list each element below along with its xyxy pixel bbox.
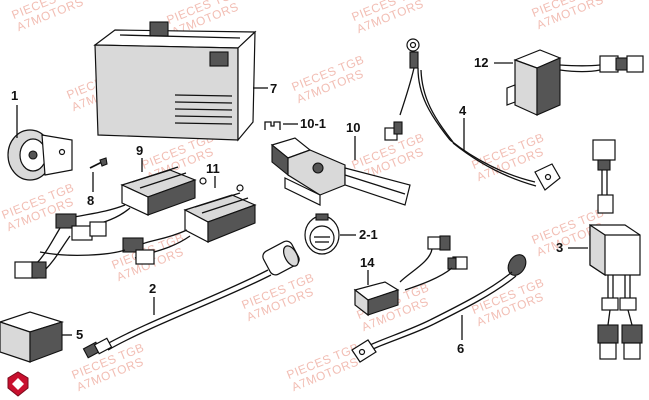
regulator-wiring xyxy=(14,204,191,279)
callout-12: 12 xyxy=(474,55,489,70)
connector-harness-part xyxy=(353,235,468,317)
callout-9: 9 xyxy=(136,143,144,158)
callout-1: 1 xyxy=(11,88,19,103)
fuse-holder-cable-part xyxy=(82,240,300,359)
battery-part xyxy=(93,21,257,142)
callout-7: 7 xyxy=(270,81,278,96)
sub-harness-part xyxy=(589,139,643,360)
relay-box-part xyxy=(270,137,411,206)
callout-5: 5 xyxy=(76,327,84,342)
clip-part xyxy=(264,121,281,130)
rectifier-part xyxy=(183,177,257,243)
horn-part xyxy=(7,129,73,181)
bolt-part xyxy=(89,157,108,169)
ground-cable-part xyxy=(351,254,527,363)
callout-10-1: 10-1 xyxy=(300,116,327,131)
callout-2-1: 2-1 xyxy=(359,227,378,242)
callout-3: 3 xyxy=(556,240,564,255)
regulator-part xyxy=(120,166,197,216)
callout-10: 10 xyxy=(346,120,361,135)
callout-2: 2 xyxy=(149,281,157,296)
callout-6: 6 xyxy=(457,341,465,356)
callout-4: 4 xyxy=(459,103,467,118)
callout-14: 14 xyxy=(360,255,375,270)
callout-8: 8 xyxy=(87,193,95,208)
brand-logo xyxy=(7,371,29,397)
callout-11: 11 xyxy=(206,161,220,176)
battery-cable-part xyxy=(384,38,561,191)
fuse-cap-part xyxy=(304,213,340,255)
module-box-part xyxy=(0,311,65,363)
starter-relay-part xyxy=(506,49,644,116)
